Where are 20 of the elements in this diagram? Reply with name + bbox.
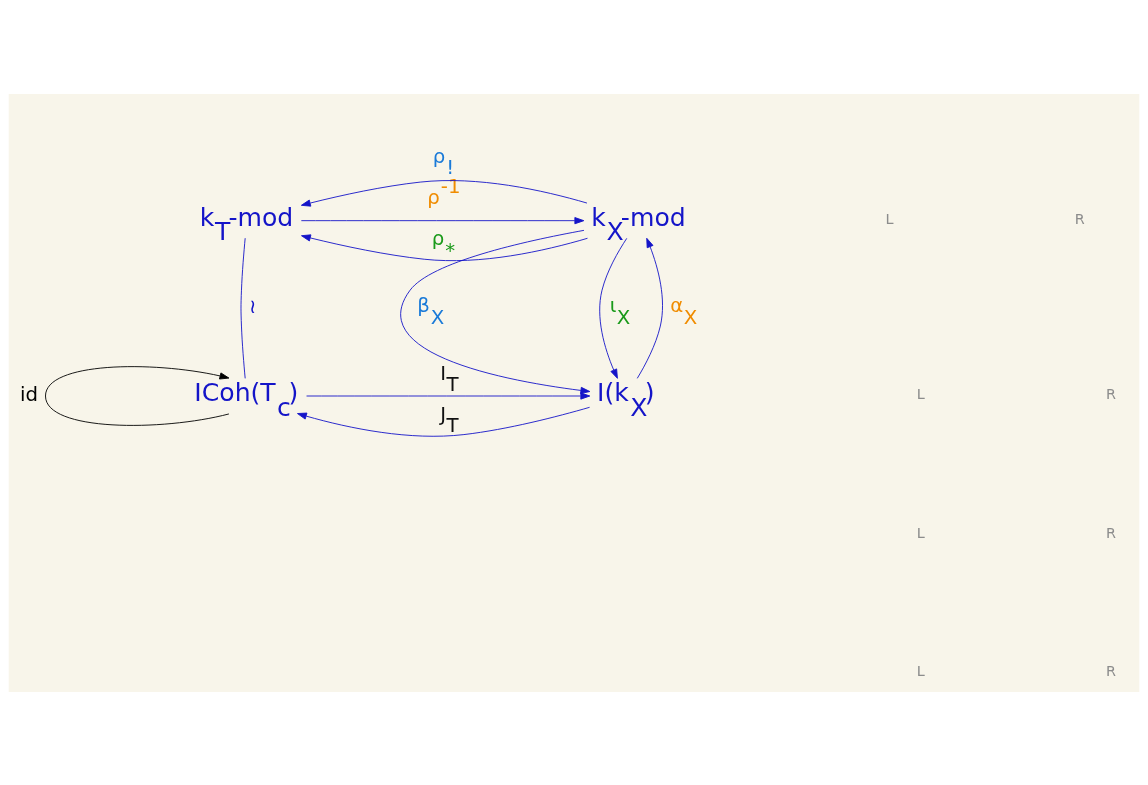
label: L	[885, 210, 894, 227]
arrow	[636, 237, 663, 379]
label: L	[916, 524, 925, 541]
label: R	[1106, 385, 1117, 402]
arrow	[400, 229, 591, 394]
arrow	[599, 237, 628, 379]
connector	[240, 237, 246, 379]
label: R	[1106, 524, 1117, 541]
edge-label: ≀	[249, 294, 257, 318]
label: L	[916, 385, 925, 402]
label: R	[1106, 662, 1117, 679]
label: R	[1074, 210, 1085, 227]
arrow	[300, 216, 585, 224]
arrow	[45, 365, 230, 426]
label: L	[916, 662, 925, 679]
arrow	[297, 406, 591, 437]
arrow	[301, 233, 588, 261]
arrow	[300, 179, 588, 207]
edge-label: id	[19, 382, 38, 406]
arrow	[306, 391, 591, 400]
